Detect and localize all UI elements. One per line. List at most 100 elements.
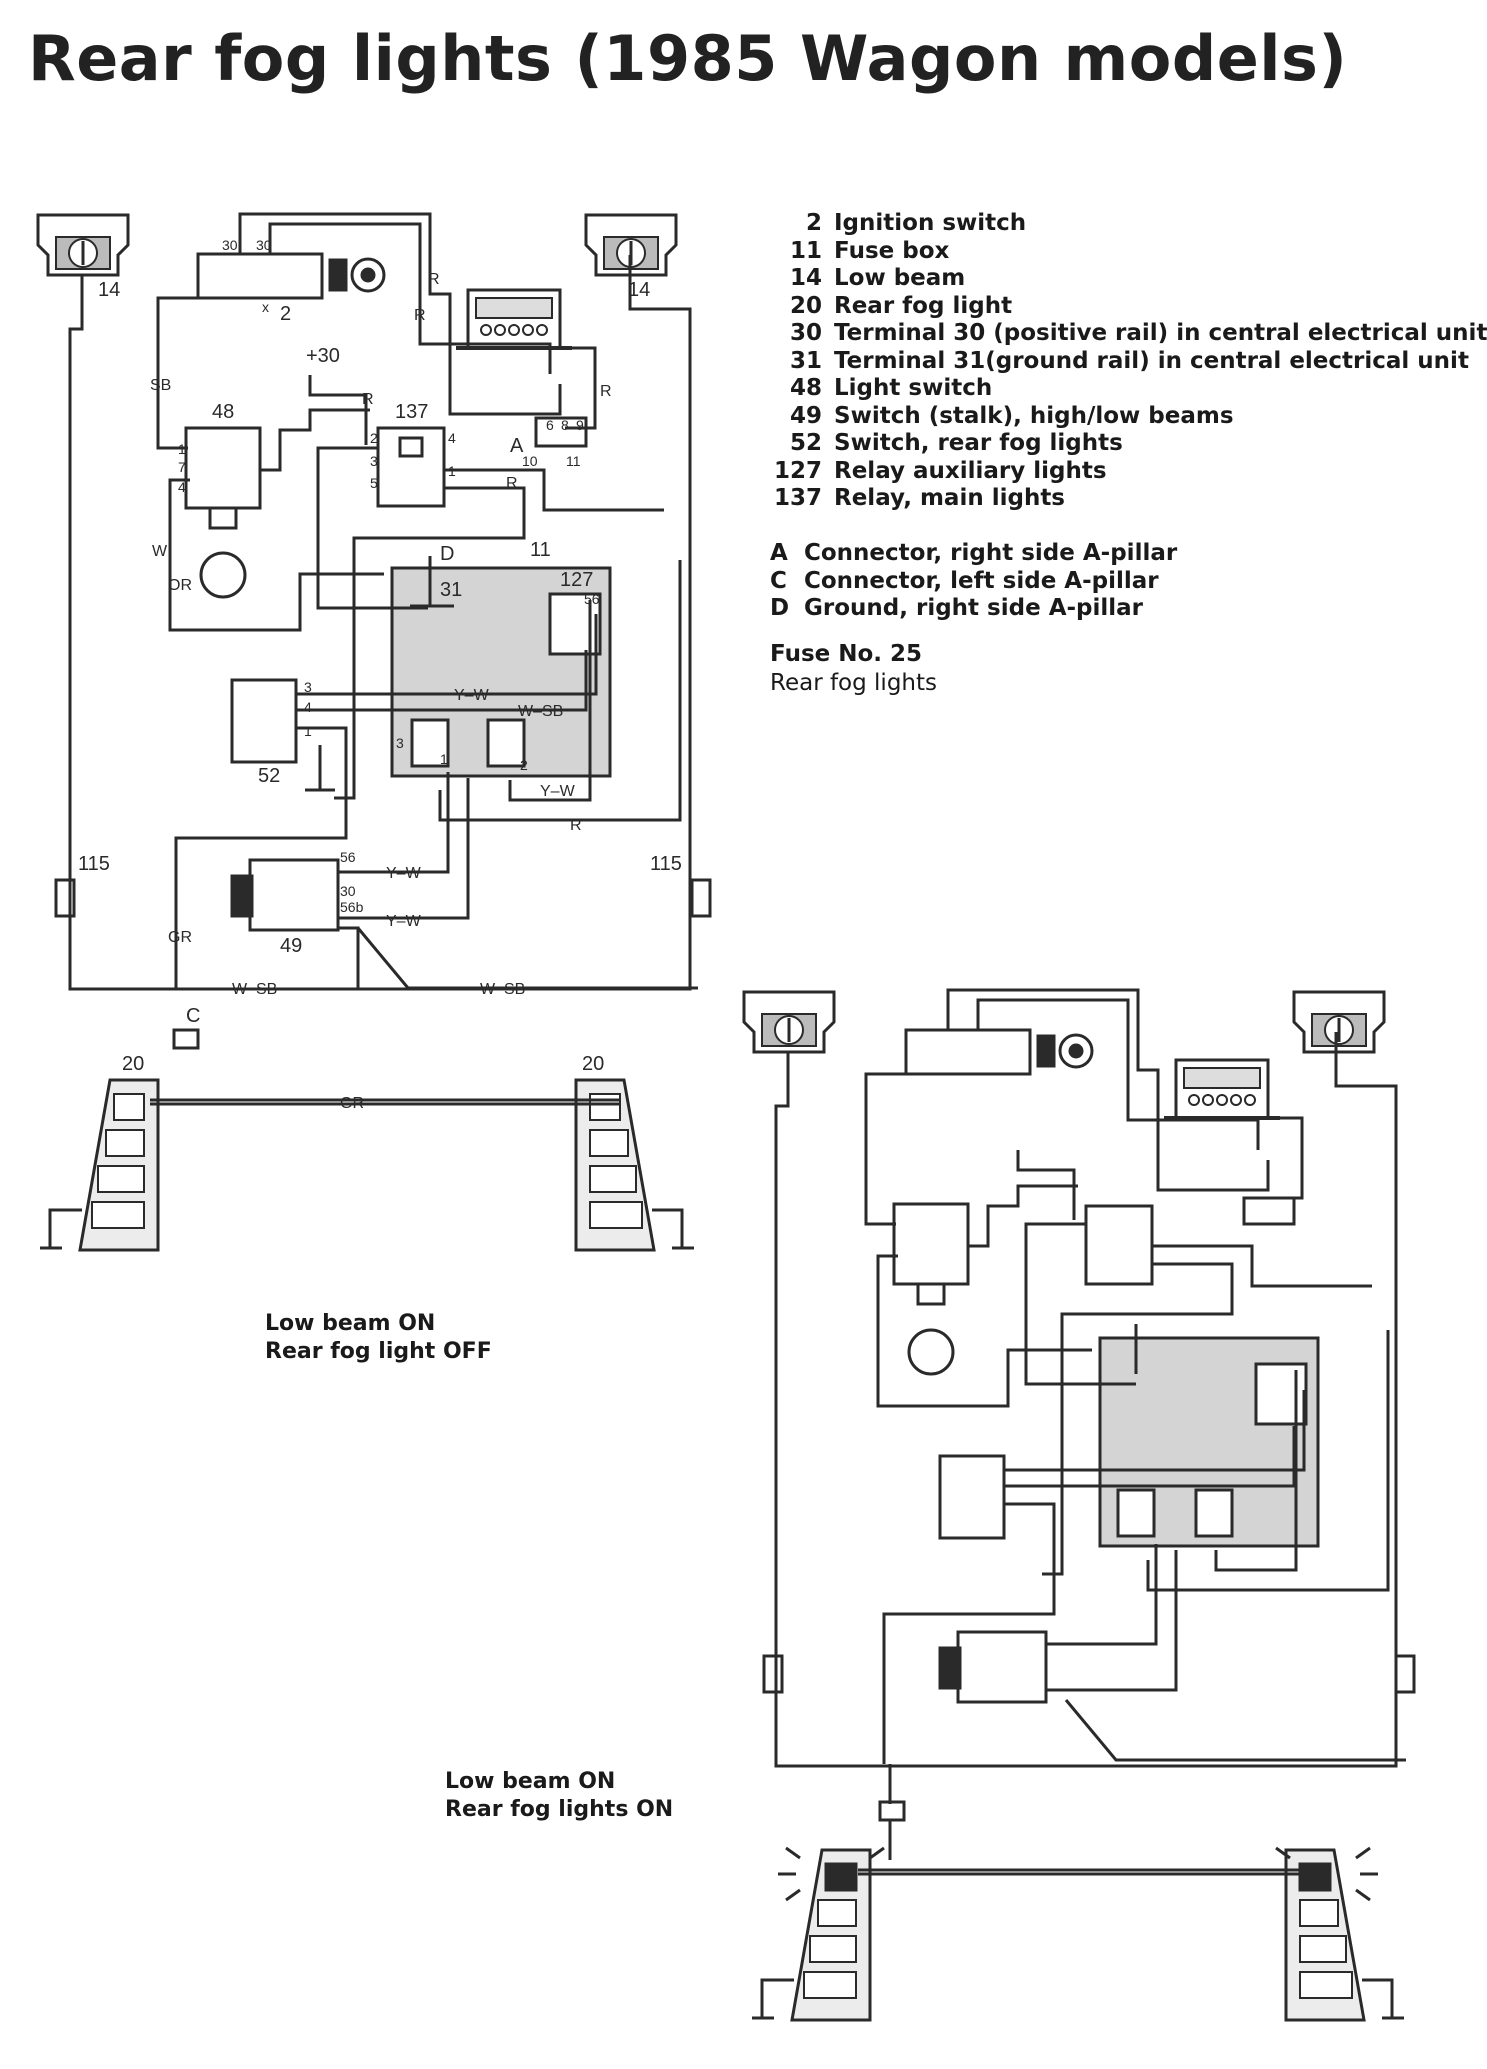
wire-R-2: R	[414, 307, 426, 324]
wiring-diagrams: 14 14 2 48 137 11 31 127 52 49 20 20 115…	[36, 212, 1416, 2022]
legend-item-label: Ignition switch	[834, 210, 1027, 236]
label-14-left: 14	[98, 279, 120, 301]
legend-item-number: 48	[789, 375, 822, 401]
pin-A-11: 11	[566, 453, 581, 469]
legend-item-number: 52	[789, 430, 822, 456]
legend-item-number: 137	[773, 485, 822, 511]
label-115-right: 115	[650, 853, 682, 875]
relay-127-icon	[548, 592, 602, 656]
relay-137-icon	[376, 426, 446, 508]
diagram2-caption-line1: Low beam ON	[445, 1769, 616, 1794]
pin-49-30: 30	[340, 883, 356, 899]
ground-symbol-right-2	[1362, 1978, 1404, 2020]
label-20-right: 20	[582, 1053, 604, 1075]
legend-item-label: Relay auxiliary lights	[834, 457, 1107, 484]
legend-item-number: 20	[789, 292, 822, 319]
pin-48-4: 4	[178, 479, 186, 495]
diagram1-caption: Low beam ON Rear fog light OFF	[265, 1310, 492, 1366]
legend-item-number: 49	[789, 402, 822, 429]
diagram-2	[742, 988, 1416, 2022]
label-52: 52	[258, 765, 280, 787]
pin-A-9: 9	[576, 417, 584, 433]
legend-item: 14 Low beam	[770, 265, 1487, 293]
label-plus30: +30	[306, 345, 340, 367]
legend-item: 11 Fuse box	[770, 238, 1487, 266]
connector-115-left-icon-2	[762, 1654, 784, 1694]
radio-icon-2	[1162, 1058, 1282, 1120]
light-switch-48-icon	[184, 426, 262, 599]
low-beam-right-icon-2	[1292, 990, 1386, 1054]
connector-115-right-icon	[690, 878, 712, 918]
rear-fog-switch-52-icon-2	[938, 1454, 1006, 1540]
low-beam-left-icon-2	[742, 990, 836, 1054]
connector-item-letter: A	[770, 540, 788, 566]
legend-item-label: Switch, rear fog lights	[834, 430, 1123, 456]
wire-R-3: R	[362, 391, 374, 408]
label-11: 11	[530, 539, 551, 561]
rear-fog-light-left-icon	[78, 1078, 160, 1252]
ground-symbol-right	[652, 1208, 694, 1250]
label-137: 137	[395, 401, 428, 423]
legend-item-label: Low beam	[834, 265, 966, 291]
fuse-note: Fuse No. 25 Rear fog lights	[770, 640, 937, 698]
legend-item-label: Fuse box	[834, 237, 950, 264]
label-20-left: 20	[122, 1053, 144, 1075]
wire-W: W	[152, 543, 168, 560]
pin-48-1: 1	[178, 441, 186, 457]
pin-49-56b: 56b	[340, 899, 364, 915]
label-14-right: 14	[628, 279, 650, 301]
legend-item-label: Switch (stalk), high/low beams	[834, 402, 1234, 429]
ignition-switch-icon	[196, 252, 386, 300]
connector-A-icon	[534, 416, 588, 448]
pin-137-4: 4	[448, 430, 456, 446]
connector-A-icon-2	[1242, 1196, 1296, 1226]
legend-item-label: Rear fog light	[834, 292, 1013, 319]
label-2: 2	[280, 303, 291, 325]
connector-item-label: Connector, right side A-pillar	[804, 540, 1178, 566]
pin-fb-2: 2	[520, 757, 528, 773]
legend-item: 2 Ignition switch	[770, 210, 1487, 238]
legend-item-number: 30	[789, 320, 822, 346]
stalk-switch-49-icon-2	[938, 1630, 1048, 1704]
legend-item-number: 11	[789, 237, 822, 264]
diagram2-caption-line2: Rear fog lights ON	[445, 1797, 674, 1822]
pin-A-10: 10	[522, 453, 538, 469]
label-49: 49	[280, 935, 302, 957]
label-115-left: 115	[78, 853, 110, 875]
wire-R-5: R	[506, 475, 518, 492]
label-31: 31	[440, 579, 462, 601]
wires-diagram-2	[774, 988, 1406, 1876]
legend-item: 20 Rear fog light	[770, 293, 1487, 321]
relay-137-icon-2	[1084, 1204, 1154, 1286]
ground-symbol-left-2	[752, 1978, 794, 2020]
pin-A-8: 8	[561, 417, 569, 433]
page-title: Rear fog lights (1985 Wagon models)	[28, 22, 1348, 95]
wire-WSB-3: W–SB	[480, 981, 525, 998]
legend-item-label: Terminal 31(ground rail) in central elec…	[834, 347, 1469, 374]
wire-SB: SB	[150, 377, 171, 394]
legend-item-number: 14	[789, 265, 822, 291]
label-48: 48	[212, 401, 234, 423]
pin-137-5: 5	[370, 475, 378, 491]
fog-lamp-left-lit	[824, 1862, 858, 1892]
wire-YW-2: Y–W	[540, 783, 576, 800]
diagram2-caption: Low beam ON Rear fog lights ON	[445, 1768, 673, 1824]
light-rays-left	[778, 1846, 892, 1902]
diagram1-caption-line1: Low beam ON	[265, 1311, 436, 1336]
pin-fb-1: 1	[440, 751, 448, 767]
pin-fb-3: 3	[396, 735, 404, 751]
pin-52-1: 1	[304, 723, 312, 739]
wire-GR-1: GR	[168, 929, 192, 946]
ignition-switch-icon-2	[904, 1028, 1094, 1076]
connector-C-icon	[172, 1028, 200, 1050]
wire-R-1: R	[428, 271, 440, 288]
connector-115-right-icon-2	[1394, 1654, 1416, 1694]
legend-item-number: 2	[805, 210, 822, 236]
rear-fog-switch-52-icon	[230, 678, 335, 792]
